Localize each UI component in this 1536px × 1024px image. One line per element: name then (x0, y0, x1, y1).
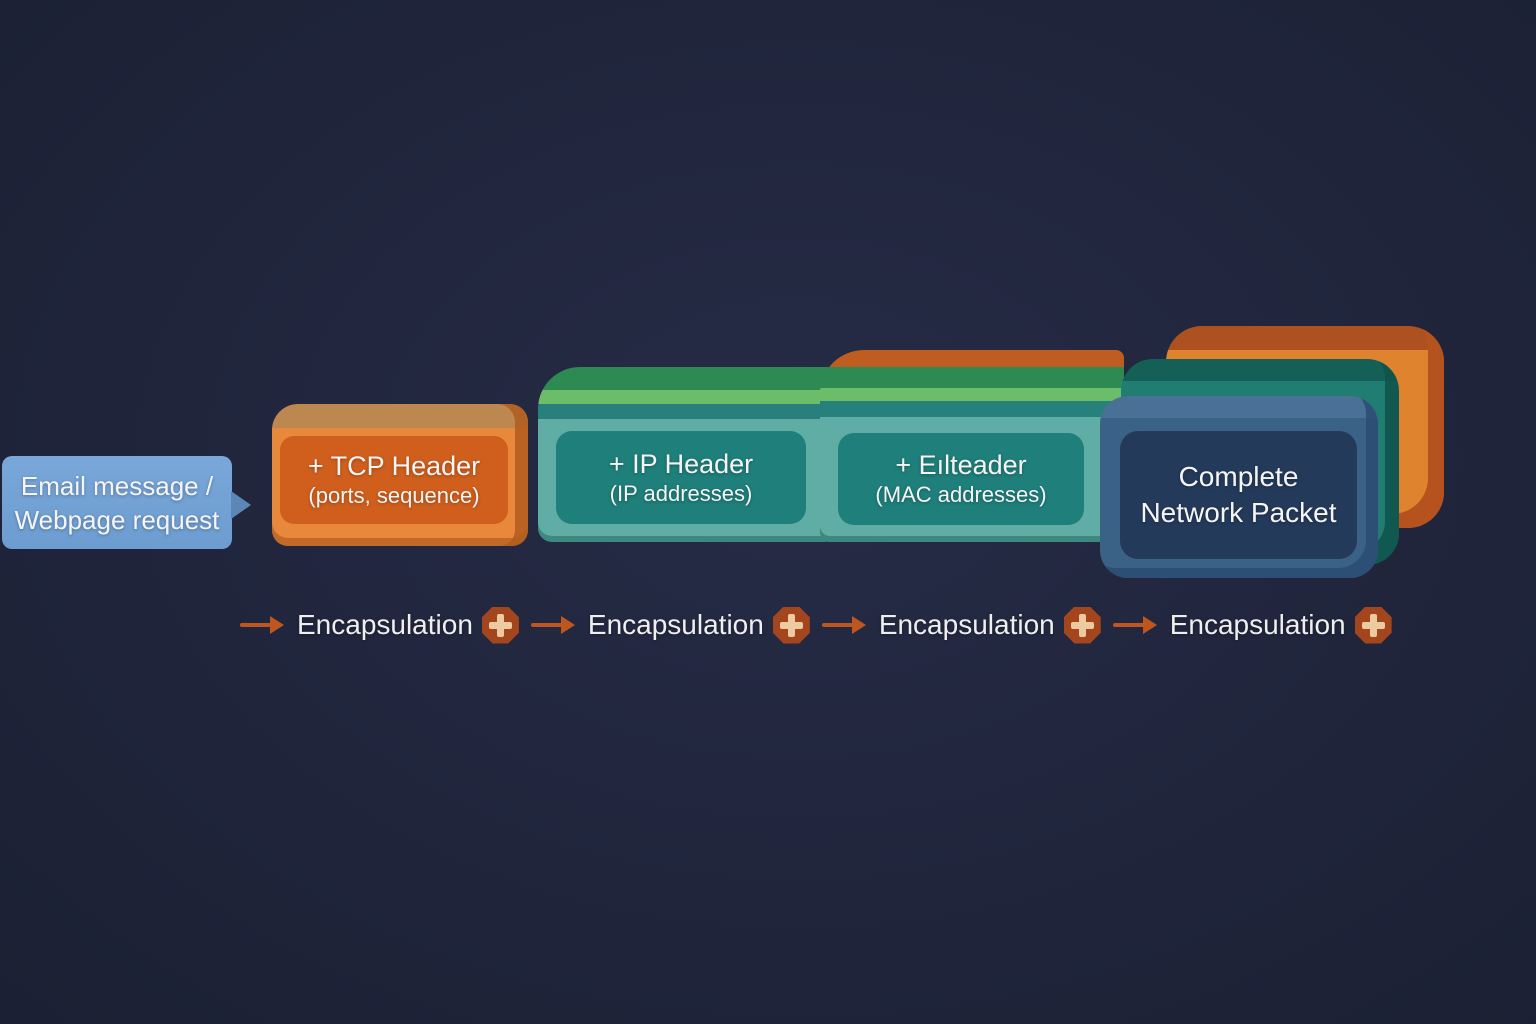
plus-icon (1354, 606, 1392, 644)
plus-icon (1063, 606, 1101, 644)
speech-tail-icon (231, 491, 251, 519)
tcp-header-box: + TCP Header (ports, sequence) (272, 404, 528, 546)
arrow-right-icon (530, 616, 575, 634)
source-message-box: Email message / Webpage request (2, 456, 232, 549)
tcp-header-subtitle: (ports, sequence) (308, 483, 480, 508)
source-message-line2: Webpage request (14, 504, 220, 535)
ethernet-header-title: + Eılteader (895, 450, 1027, 480)
encapsulation-label-3: Encapsulation (878, 609, 1055, 640)
encapsulation-flow: Encapsulation Encapsulation Encapsulatio… (240, 603, 1404, 647)
arrow-right-icon (240, 616, 284, 634)
tcp-header-panel: + TCP Header (ports, sequence) (280, 436, 508, 524)
ip-header-stack: + IP Header (IP addresses) (538, 367, 838, 542)
source-message-line1: Email message / (20, 470, 214, 501)
ethernet-header-panel: + Eılteader (MAC addresses) (838, 433, 1084, 525)
ip-header-title: + IP Header (608, 448, 754, 479)
ip-header-panel: + IP Header (IP addresses) (556, 431, 806, 524)
complete-packet-line2: Network Packet (1140, 497, 1337, 528)
plus-icon (772, 606, 810, 644)
ethernet-header-stack: + Eılteader (MAC addresses) (820, 350, 1124, 542)
ethernet-header-subtitle: (MAC addresses) (875, 482, 1047, 507)
plus-icon (481, 606, 519, 644)
arrow-right-icon (1112, 616, 1157, 634)
arrow-right-icon (821, 616, 866, 634)
encapsulation-label-2: Encapsulation (587, 609, 764, 640)
complete-packet-line1: Complete (1178, 461, 1299, 492)
tcp-header-title: + TCP Header (307, 451, 481, 481)
ip-header-subtitle: (IP addresses) (609, 480, 753, 506)
encapsulation-label-4: Encapsulation (1169, 609, 1346, 640)
complete-packet-panel: Complete Network Packet (1120, 431, 1357, 559)
encapsulation-label-1: Encapsulation (297, 609, 473, 640)
